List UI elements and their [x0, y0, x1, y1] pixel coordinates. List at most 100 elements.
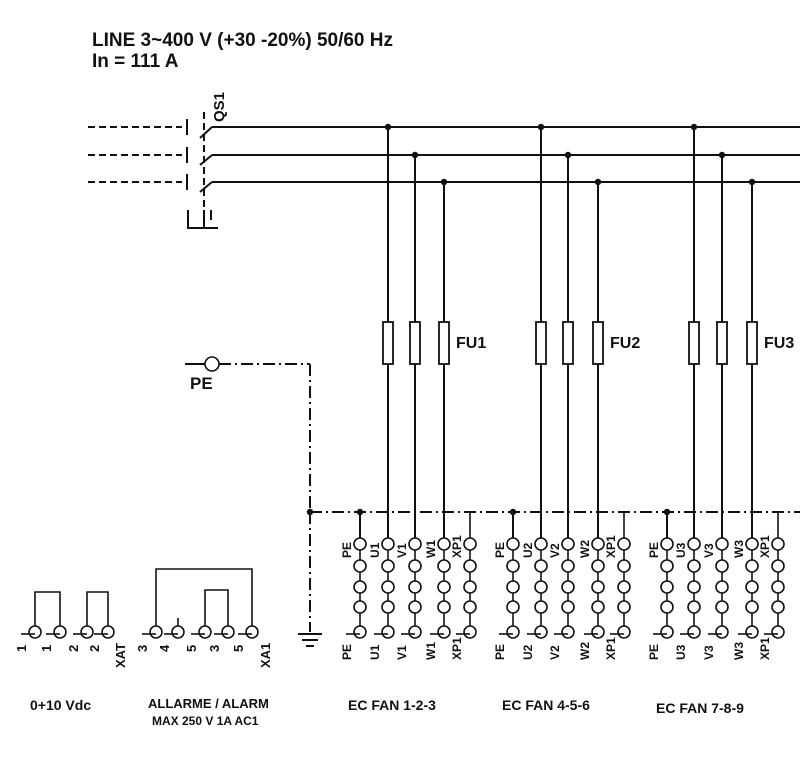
pin-label-top-v1: V1: [395, 543, 409, 558]
fuse-symbol: [688, 321, 700, 365]
terminal-icon: [381, 625, 395, 639]
terminal-icon: [771, 580, 785, 594]
incoming-supply: [88, 119, 188, 190]
fan-branches: FU1PEPEU1U1V1V1W1W1XP1XP1FU2PEPEU2U2V2V2…: [340, 123, 794, 660]
fuse-symbol: [592, 321, 604, 365]
alarm-terminal-icon: [198, 625, 212, 639]
signal-strip-label: XAT: [113, 643, 128, 668]
terminal-icon: [617, 625, 631, 639]
terminal-icon: [506, 559, 520, 573]
terminal-icon: [687, 600, 701, 614]
signal-pin-label: 2: [66, 645, 81, 652]
terminal-icon: [353, 559, 367, 573]
pin-label-top-u1: U1: [368, 542, 382, 558]
terminal-icon: [745, 600, 759, 614]
terminal-icon: [506, 580, 520, 594]
fuse-label-fu2: FU2: [610, 335, 640, 352]
pe-connection: PE: [185, 356, 800, 647]
terminal-icon: [561, 559, 575, 573]
pin-label-bottom-v1: V1: [395, 645, 409, 660]
pin-label-bottom-u1: U1: [368, 644, 382, 660]
fuse-label-fu3: FU3: [764, 335, 794, 352]
line-spec-text: LINE 3~400 V (+30 -20%) 50/60 Hz: [92, 30, 393, 51]
pin-label-bottom-pe: PE: [493, 644, 507, 660]
terminal-icon: [771, 559, 785, 573]
switch-label: QS1: [211, 92, 228, 122]
signal-terminal-icon: [101, 625, 115, 639]
alarm-strip-label: XA1: [258, 643, 273, 668]
pin-label-top-w2: W2: [578, 540, 592, 558]
fuse-symbol: [438, 321, 450, 365]
terminal-icon: [353, 537, 367, 551]
terminal-icon: [437, 600, 451, 614]
terminal-icon: [715, 537, 729, 551]
terminal-icon: [687, 580, 701, 594]
signal-terminal-icon: [80, 625, 94, 639]
terminal-icon: [408, 537, 422, 551]
fan-group-3-title: EC FAN 7-8-9: [656, 700, 744, 716]
alarm-block-title: ALLARME / ALARM: [148, 696, 269, 711]
terminal-icon: [687, 559, 701, 573]
terminal-icon: [660, 537, 674, 551]
terminal-icon: [381, 537, 395, 551]
terminal-icon: [591, 625, 605, 639]
terminal-icon: [561, 600, 575, 614]
pin-label-top-pe: PE: [647, 542, 661, 558]
signal-terminal-icon: [28, 625, 42, 639]
terminal-icon: [617, 559, 631, 573]
pin-label-bottom-pe: PE: [647, 644, 661, 660]
alarm-pin-label: 5: [231, 645, 246, 652]
pe-label: PE: [190, 374, 213, 393]
signal-pin-label: 1: [39, 645, 54, 652]
terminal-icon: [408, 600, 422, 614]
terminal-icon: [715, 559, 729, 573]
terminal-icon: [408, 625, 422, 639]
terminal-icon: [463, 559, 477, 573]
terminal-icon: [506, 600, 520, 614]
fuse-symbol: [746, 321, 758, 365]
terminal-icon: [687, 625, 701, 639]
terminal-icon: [745, 537, 759, 551]
signal-pin-label: 1: [14, 645, 29, 652]
pin-label-top-u3: U3: [674, 542, 688, 558]
terminal-icon: [561, 537, 575, 551]
terminal-icon: [561, 625, 575, 639]
terminal-icon: [771, 600, 785, 614]
signal-terminal-icon: [53, 625, 67, 639]
terminal-icon: [381, 559, 395, 573]
terminal-icon: [437, 559, 451, 573]
pin-label-top-w1: W1: [424, 540, 438, 558]
terminal-icon: [771, 537, 785, 551]
terminal-icon: [591, 600, 605, 614]
pin-label-bottom-xp1: XP1: [604, 637, 618, 660]
terminal-icon: [591, 580, 605, 594]
terminal-icon: [534, 537, 548, 551]
terminal-icon: [506, 625, 520, 639]
alarm-pin-label: 5: [184, 645, 199, 652]
terminal-icon: [660, 559, 674, 573]
terminal-icon: [463, 537, 477, 551]
signal-pin-label: 2: [87, 645, 102, 652]
terminal-icon: [381, 580, 395, 594]
terminal-icon: [591, 537, 605, 551]
terminal-icon: [381, 600, 395, 614]
terminal-icon: [534, 625, 548, 639]
fan-group-1-title: EC FAN 1-2-3: [348, 697, 436, 713]
fuse-label-fu1: FU1: [456, 335, 486, 352]
terminal-icon: [506, 537, 520, 551]
terminal-icon: [617, 537, 631, 551]
pin-label-bottom-w2: W2: [578, 642, 592, 660]
fuse-symbol: [562, 321, 574, 365]
pin-label-bottom-xp1: XP1: [758, 637, 772, 660]
pin-label-bottom-pe: PE: [340, 644, 354, 660]
pin-label-bottom-w1: W1: [424, 642, 438, 660]
terminal-icon: [771, 625, 785, 639]
pin-label-bottom-xp1: XP1: [450, 637, 464, 660]
alarm-terminal-icon: [149, 625, 163, 639]
terminal-icon: [715, 600, 729, 614]
